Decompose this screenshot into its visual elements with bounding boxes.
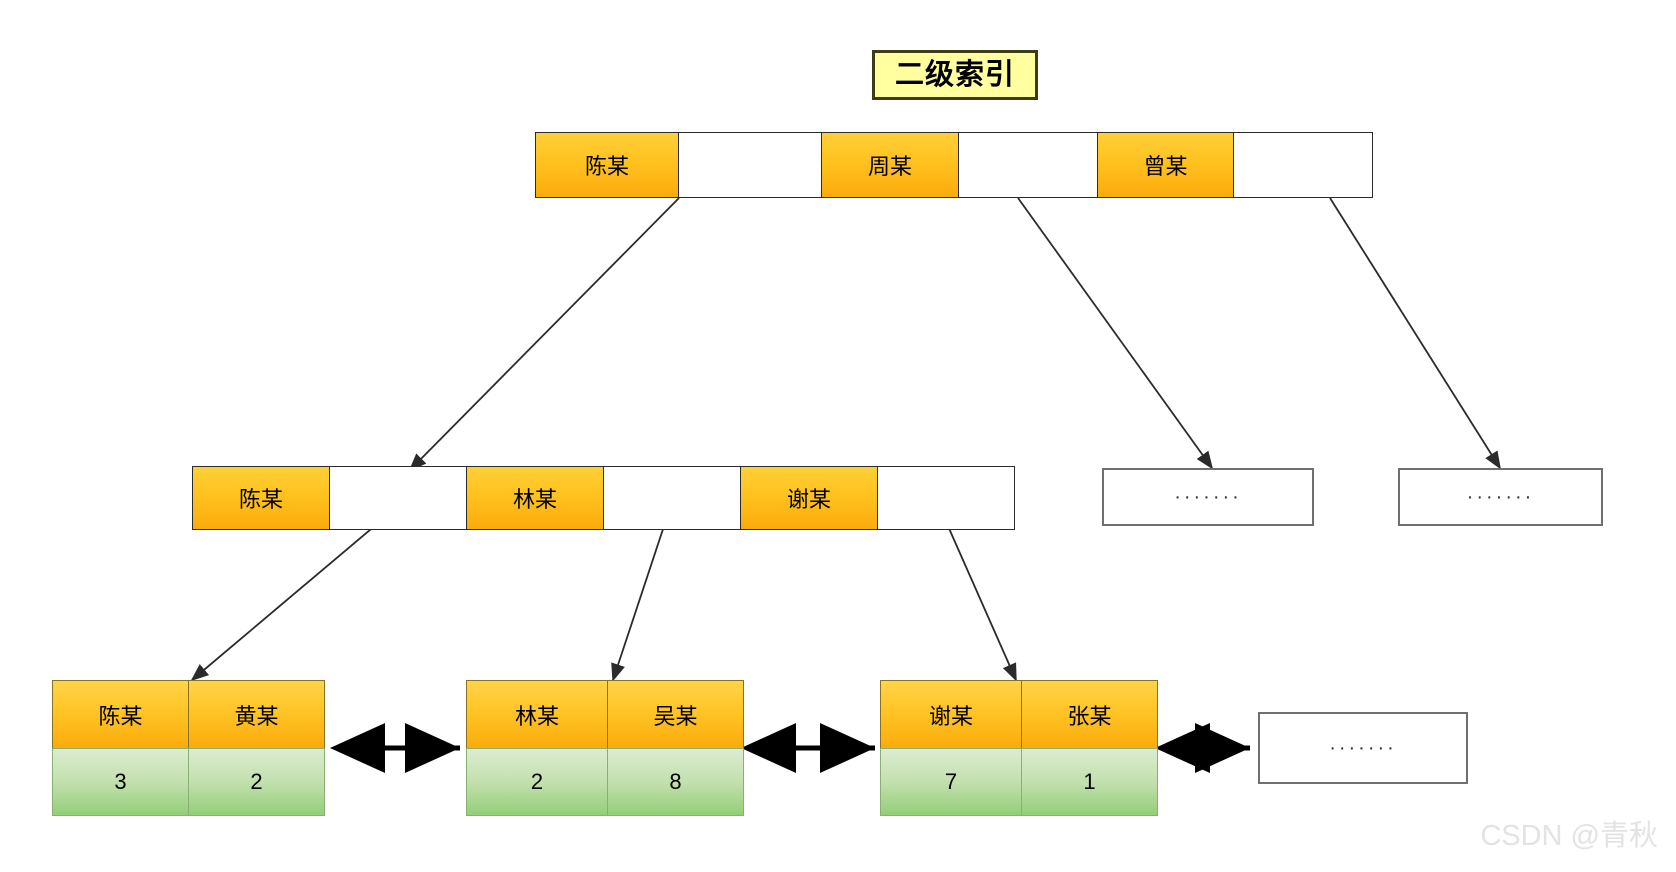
leaf-node-0-key-0[interactable]: 陈某 <box>52 680 189 748</box>
root-cell-key-0[interactable]: 陈某 <box>535 132 679 198</box>
edge-internal-to-leaf-3 <box>939 507 1017 682</box>
root-cell-key-1[interactable]: 周某 <box>821 132 959 198</box>
leaf-node-1[interactable]: 林某 2 吴某 8 <box>466 680 744 816</box>
leaf-node-2-col-1[interactable]: 张某 1 <box>1021 680 1158 816</box>
edge-root-to-internal <box>408 197 680 472</box>
internal-node[interactable]: 陈某 林某 谢某 <box>192 466 1015 530</box>
internal-cell-pointer-1[interactable] <box>603 466 741 530</box>
leaf-node-2-key-0[interactable]: 谢某 <box>880 680 1022 748</box>
edge-internal-to-leaf-2 <box>611 507 671 682</box>
root-cell-pointer-0[interactable] <box>678 132 822 198</box>
leaf-node-0-col-1[interactable]: 黄某 2 <box>188 680 325 816</box>
edge-root-to-placeholder-b <box>1329 197 1501 470</box>
internal-placeholder-box-1: ······· <box>1398 468 1603 526</box>
leaf-node-1-value-0[interactable]: 2 <box>466 748 608 816</box>
edge-internal-to-leaf-1 <box>190 507 397 682</box>
leaf-node-2-value-0[interactable]: 7 <box>880 748 1022 816</box>
leaf-node-2-col-0[interactable]: 谢某 7 <box>880 680 1022 816</box>
leaf-node-0-col-0[interactable]: 陈某 3 <box>52 680 189 816</box>
leaf-node-0[interactable]: 陈某 3 黄某 2 <box>52 680 325 816</box>
leaf-node-1-value-1[interactable]: 8 <box>607 748 744 816</box>
leaf-node-0-key-1[interactable]: 黄某 <box>188 680 325 748</box>
internal-placeholder-box-0: ······· <box>1102 468 1314 526</box>
leaf-node-1-col-1[interactable]: 吴某 8 <box>607 680 744 816</box>
internal-cell-key-2[interactable]: 谢某 <box>740 466 878 530</box>
leaf-node-0-value-0[interactable]: 3 <box>52 748 189 816</box>
leaf-placeholder-box: ······· <box>1258 712 1468 784</box>
leaf-node-1-key-1[interactable]: 吴某 <box>607 680 744 748</box>
leaf-node-1-col-0[interactable]: 林某 2 <box>466 680 608 816</box>
leaf-node-2[interactable]: 谢某 7 张某 1 <box>880 680 1158 816</box>
watermark: CSDN @青秋 <box>1480 820 1658 852</box>
leaf-node-2-key-1[interactable]: 张某 <box>1021 680 1158 748</box>
root-node[interactable]: 陈某 周某 曾某 <box>535 132 1373 198</box>
internal-cell-key-1[interactable]: 林某 <box>466 466 604 530</box>
internal-cell-pointer-2[interactable] <box>877 466 1015 530</box>
internal-cell-key-0[interactable]: 陈某 <box>192 466 330 530</box>
page-title-text: 二级索引 <box>894 58 1015 91</box>
root-cell-pointer-2[interactable] <box>1233 132 1373 198</box>
leaf-node-2-value-1[interactable]: 1 <box>1021 748 1158 816</box>
root-cell-key-2[interactable]: 曾某 <box>1097 132 1234 198</box>
internal-cell-pointer-0[interactable] <box>329 466 467 530</box>
leaf-node-0-value-1[interactable]: 2 <box>188 748 325 816</box>
edge-root-to-placeholder-a <box>1017 197 1214 470</box>
page-title: 二级索引 <box>872 50 1038 100</box>
root-cell-pointer-1[interactable] <box>958 132 1098 198</box>
leaf-node-1-key-0[interactable]: 林某 <box>466 680 608 748</box>
